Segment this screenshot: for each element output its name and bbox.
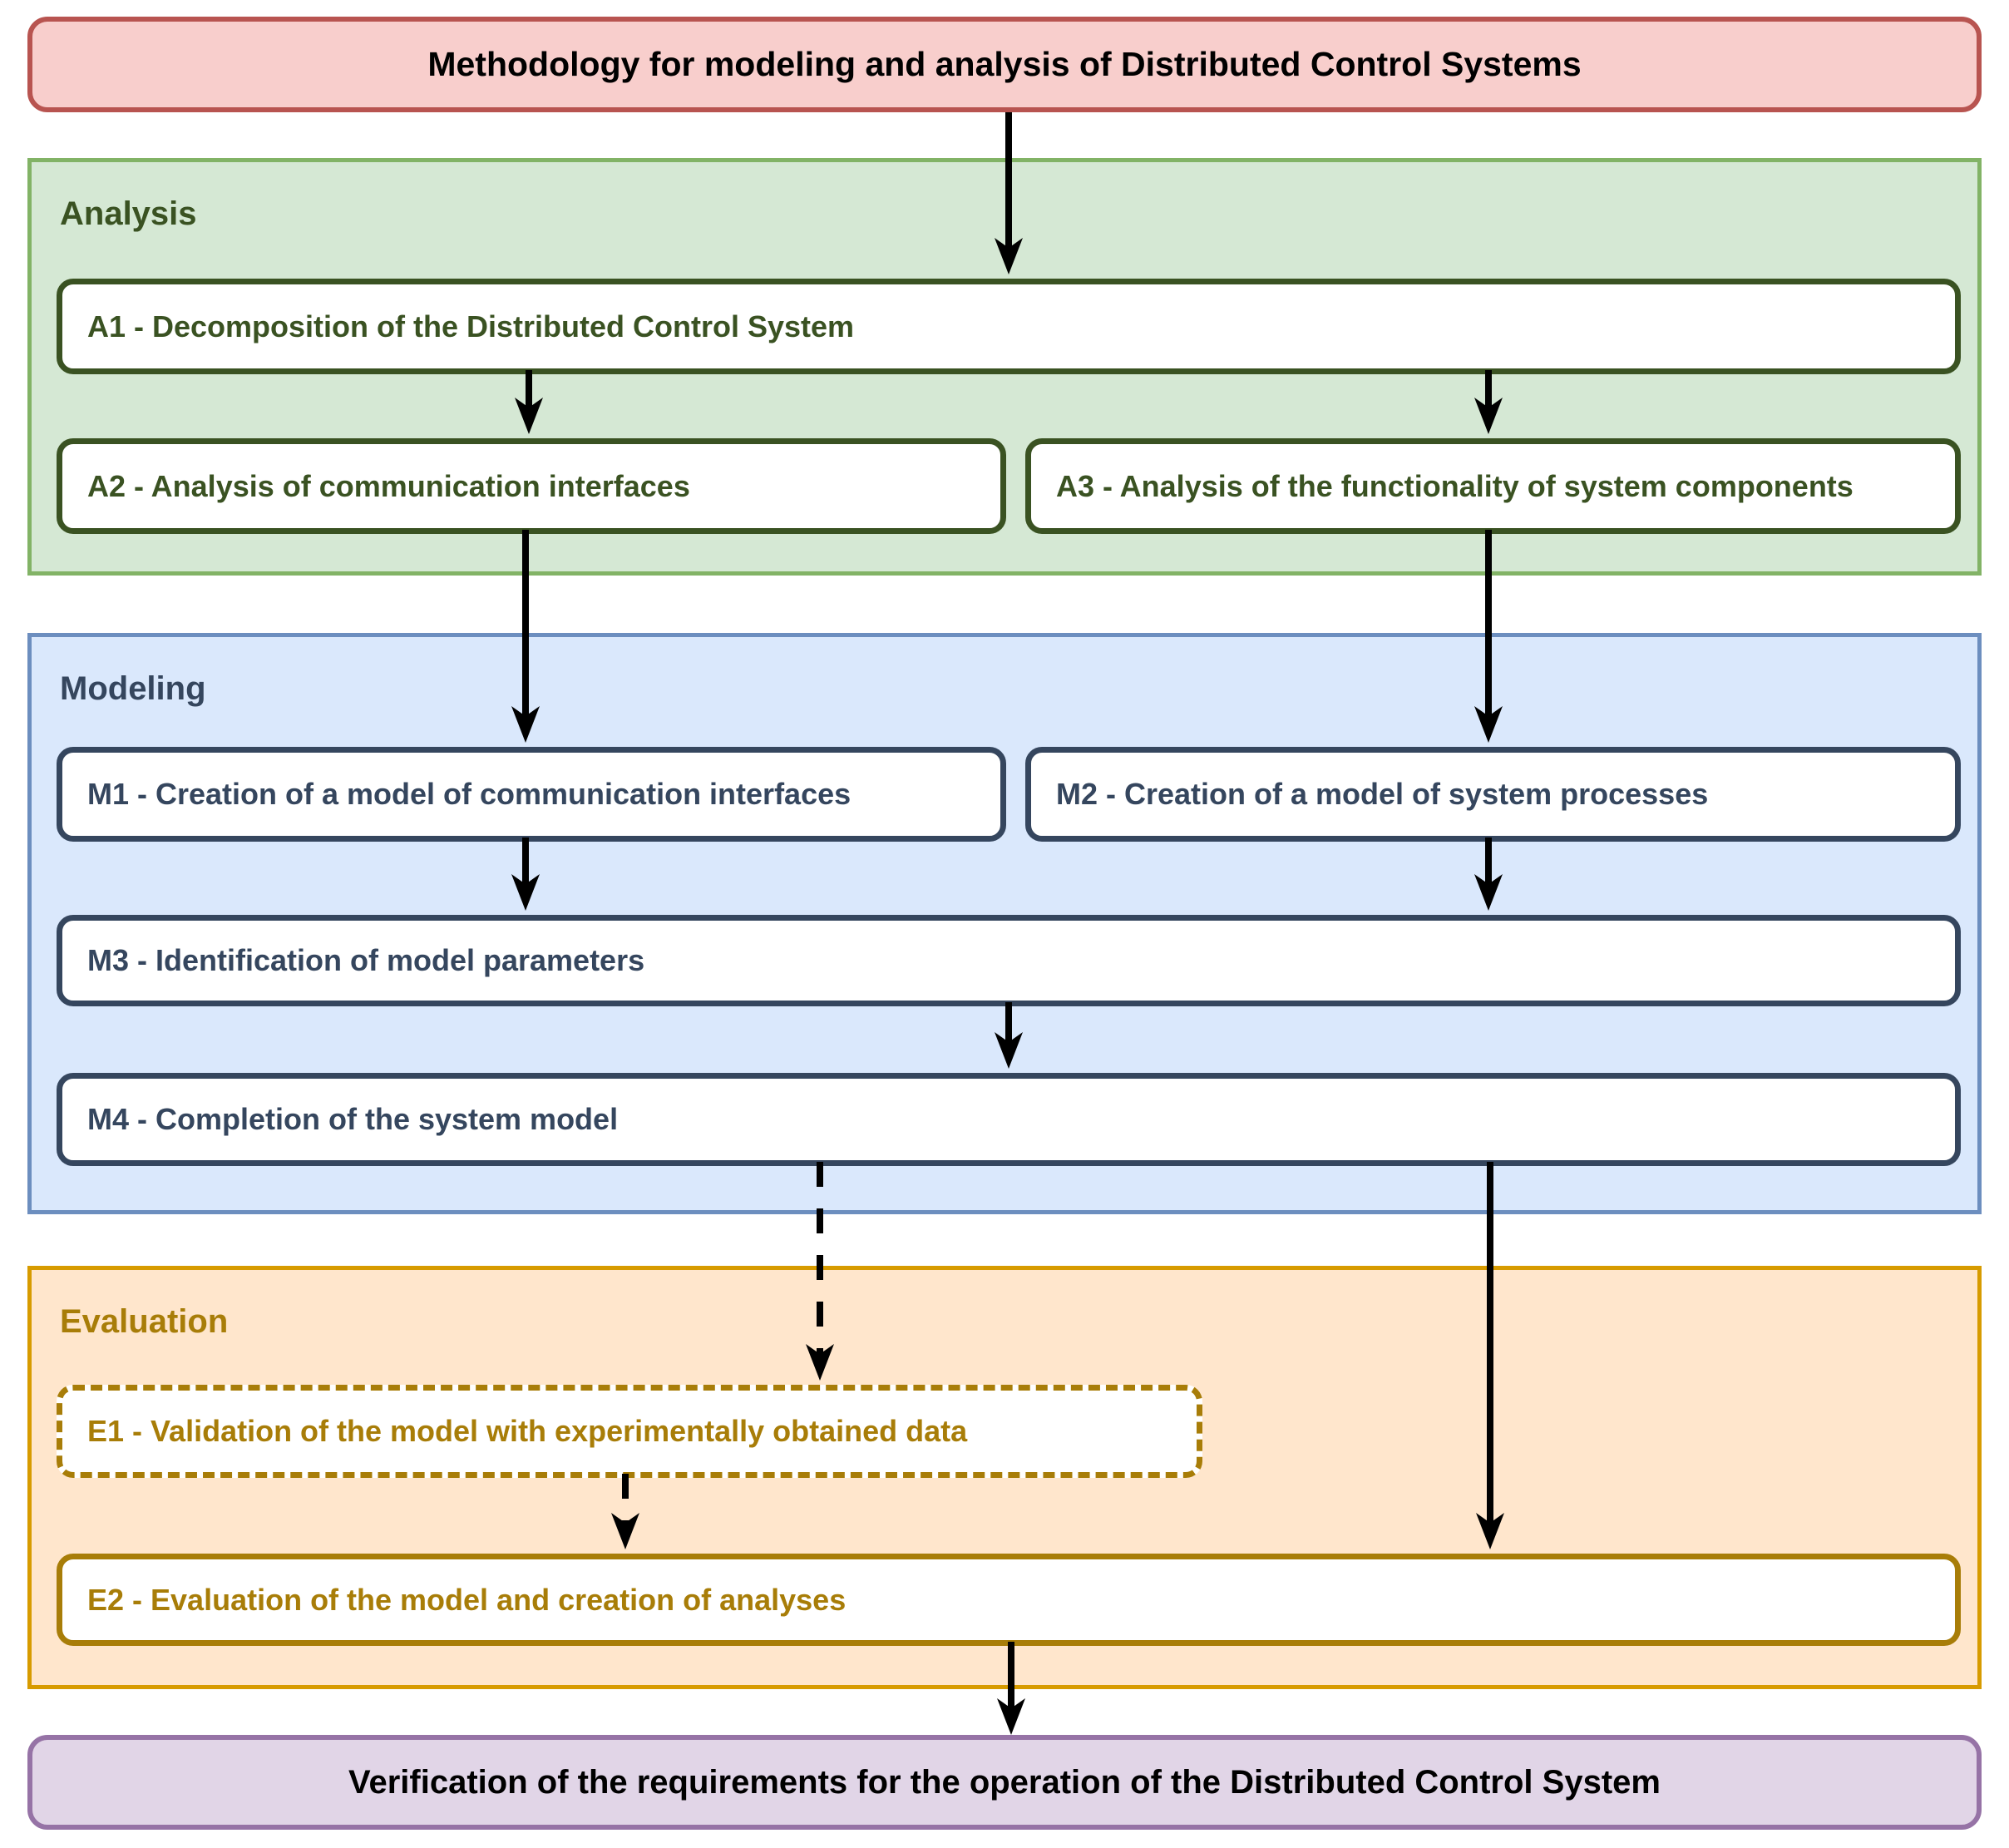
section-evaluation-label: Evaluation (60, 1303, 229, 1340)
section-modeling-label: Modeling (60, 670, 206, 707)
box-a2: A2 - Analysis of communication interface… (57, 438, 1006, 534)
section-modeling: Modeling M1 - Creation of a model of com… (27, 633, 1982, 1214)
box-a1-label: A1 - Decomposition of the Distributed Co… (87, 309, 855, 343)
section-analysis-label: Analysis (60, 195, 197, 232)
box-m4-label: M4 - Completion of the system model (87, 1102, 619, 1137)
footer-text: Verification of the requirements for the… (348, 1763, 1661, 1801)
footer-box: Verification of the requirements for the… (27, 1735, 1982, 1830)
box-e2: E2 - Evaluation of the model and creatio… (57, 1554, 1961, 1646)
box-a3-label: A3 - Analysis of the functionality of sy… (1056, 468, 1854, 503)
section-analysis: Analysis A1 - Decomposition of the Distr… (27, 158, 1982, 576)
box-m2: M2 - Creation of a model of system proce… (1025, 747, 1961, 842)
box-e1: E1 - Validation of the model with experi… (57, 1385, 1202, 1478)
box-m3: M3 - Identification of model parameters (57, 915, 1961, 1006)
box-m1: M1 - Creation of a model of communicatio… (57, 747, 1006, 842)
title-box: Methodology for modeling and analysis of… (27, 17, 1982, 112)
box-a2-label: A2 - Analysis of communication interface… (87, 468, 690, 503)
box-e2-label: E2 - Evaluation of the model and creatio… (87, 1582, 847, 1617)
section-evaluation: Evaluation E1 - Validation of the model … (27, 1266, 1982, 1689)
box-e1-label: E1 - Validation of the model with experi… (87, 1414, 968, 1449)
box-m4: M4 - Completion of the system model (57, 1073, 1961, 1166)
box-m1-label: M1 - Creation of a model of communicatio… (87, 777, 851, 812)
box-a1: A1 - Decomposition of the Distributed Co… (57, 279, 1961, 374)
box-m3-label: M3 - Identification of model parameters (87, 943, 645, 978)
box-m2-label: M2 - Creation of a model of system proce… (1056, 777, 1709, 812)
box-a3: A3 - Analysis of the functionality of sy… (1025, 438, 1961, 534)
arrowhead (997, 1698, 1025, 1735)
title-text: Methodology for modeling and analysis of… (427, 45, 1582, 83)
